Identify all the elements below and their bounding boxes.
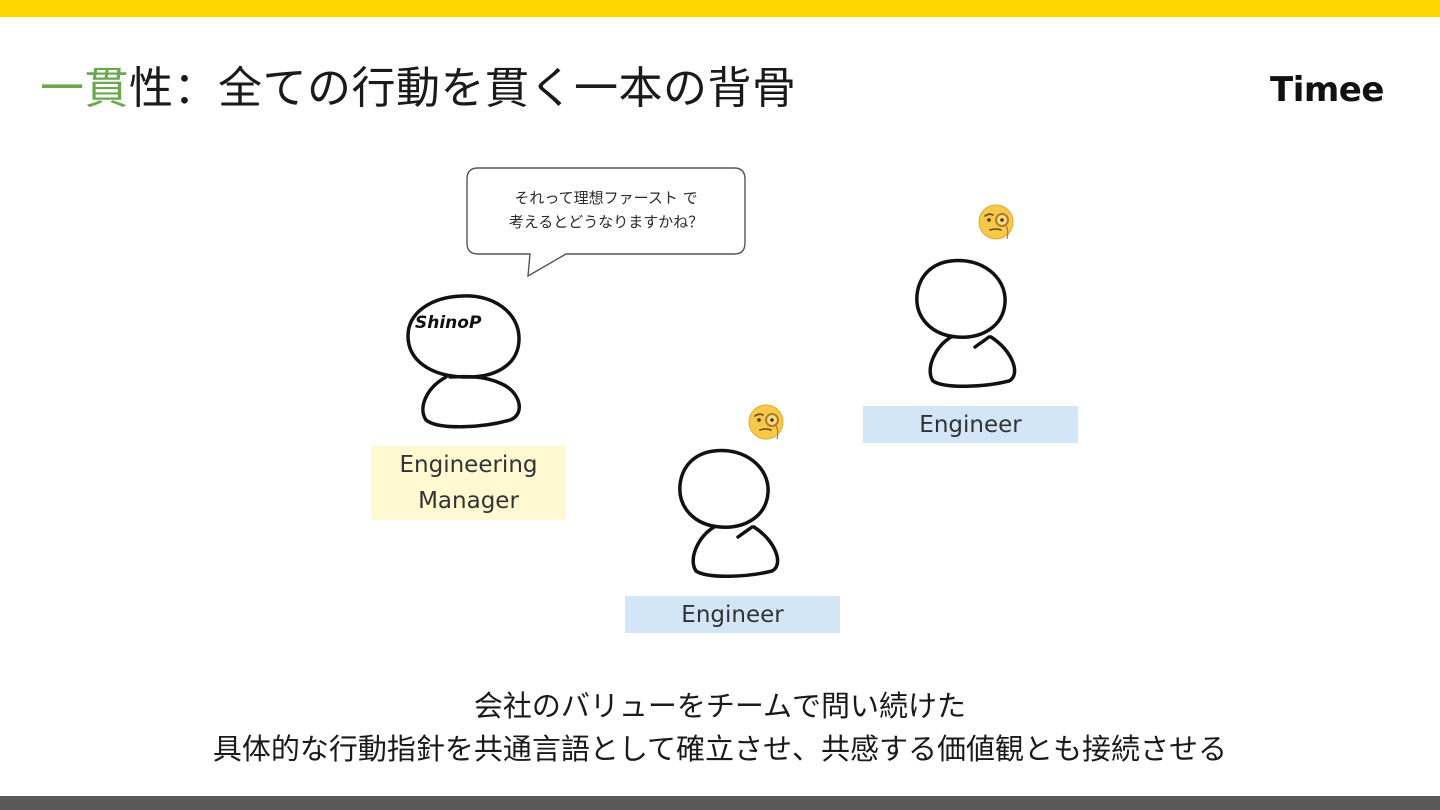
speech-bubble-text: それって理想ファースト で 考えるとどうなりますかね？ (468, 186, 744, 234)
monocle-face-icon (978, 204, 1014, 240)
speech-line-1: それって理想ファースト で (514, 189, 698, 207)
caption-line-2: 具体的な行動指針を共通言語として確立させ、共感する価値観とも接続させる (212, 732, 1228, 766)
title-accent: 一貫 (40, 63, 129, 114)
engineer-role-label-right: Engineer (863, 406, 1078, 443)
title-rest: 性：全ての行動を貫く一本の背骨 (129, 63, 797, 114)
manager-role-line-2: Manager (418, 488, 519, 514)
engineer-role-label-center: Engineer (625, 596, 840, 633)
caption-line-1: 会社のバリューをチームで問い続けた (473, 689, 967, 723)
monocle-face-icon (748, 404, 784, 440)
manager-role-line-1: Engineering (399, 452, 538, 478)
speech-line-2: 考えるとどうなりますかね？ (508, 213, 704, 231)
engineer-figure-right (915, 258, 1017, 389)
manager-figure: ShinoP (406, 294, 521, 429)
speech-bubble (466, 167, 746, 277)
top-accent-bar (0, 0, 1440, 17)
manager-name-tag: ShinoP (415, 313, 482, 333)
bottom-bar (0, 796, 1440, 810)
slide-title: 一貫性：全ての行動を貫く一本の背骨 (40, 58, 797, 120)
manager-role-label: Engineering Manager (371, 446, 566, 520)
engineer-figure-center (678, 448, 780, 579)
timee-logo: Timee (1270, 70, 1384, 110)
